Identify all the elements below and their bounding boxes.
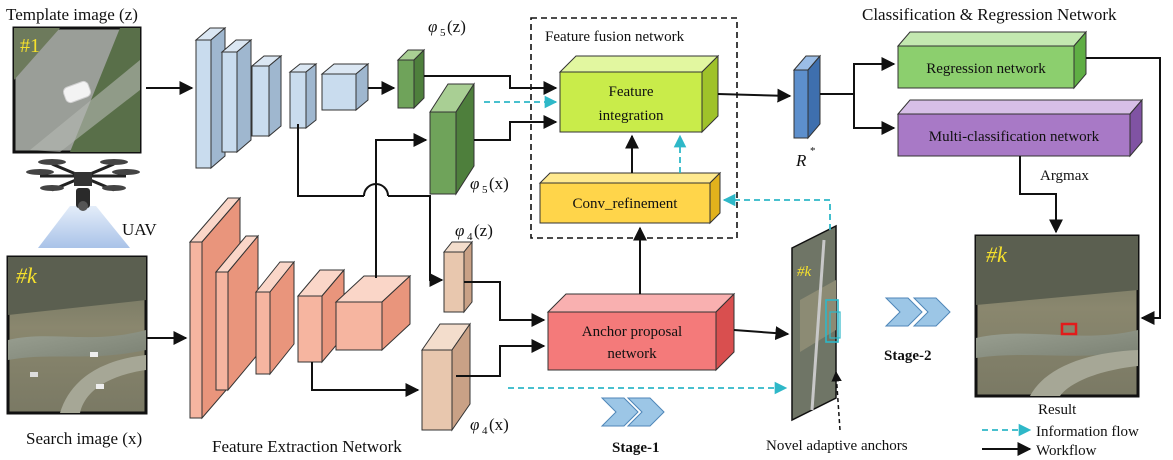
r-star-label: R (795, 151, 807, 170)
argmax-label: Argmax (1040, 168, 1089, 184)
template-conv-layer-4 (288, 62, 318, 130)
regression-network-label: Regression network (926, 61, 1046, 77)
result-label: Result (1038, 402, 1077, 418)
feature-integration-box (558, 54, 720, 134)
phi4z-feature-map (442, 240, 474, 314)
anchor-proposal-label-2: network (607, 346, 657, 362)
workflow-arrow (853, 94, 896, 135)
cls-reg-title: Classification & Regression Network (862, 5, 1117, 24)
search-conv-layer-5 (334, 274, 412, 352)
feature-fusion-label: Feature fusion network (545, 29, 685, 45)
uav-drone-icon (26, 159, 140, 248)
feature-integration-label-2: integration (599, 108, 664, 124)
workflow-arrow (1086, 57, 1161, 325)
conv-refinement-box (538, 171, 722, 225)
workflow-arrows (146, 57, 1161, 397)
phi4x-symbol: φ (470, 415, 479, 434)
template-image-label: Template image (z) (6, 5, 138, 24)
feature-extraction-label: Feature Extraction Network (212, 437, 402, 456)
adaptive-anchor-box (825, 299, 839, 343)
phi5z-feature-map (396, 48, 426, 110)
conv-refinement-label: Conv_refinement (573, 196, 679, 212)
novel-anchors-label: Novel adaptive anchors (766, 438, 908, 454)
template-backbone (194, 26, 370, 170)
search-frame-tag: #k (16, 263, 38, 288)
template-image: #1 (12, 26, 142, 154)
search-image: #k (6, 255, 148, 415)
template-conv-layer-3 (250, 54, 283, 138)
search-image-label: Search image (x) (26, 429, 142, 448)
legend: Information flow Workflow (982, 423, 1139, 459)
search-conv-layer-2 (214, 234, 260, 392)
stage1-label: Stage-1 (612, 440, 660, 456)
template-conv-layer-1 (194, 26, 227, 170)
phi5x-subscript: 5 (482, 184, 488, 196)
phi5z-symbol: φ (428, 17, 437, 36)
workflow-arrow (375, 133, 428, 278)
stage1-chevron-icon (600, 397, 665, 427)
phi4z-argument: (z) (474, 221, 493, 240)
workflow-arrow (717, 88, 792, 103)
result-image: #k (974, 234, 1140, 398)
workflow-arrow (733, 326, 790, 341)
uav-label: UAV (122, 220, 157, 239)
template-conv-layer-2 (220, 38, 253, 154)
stage2-label: Stage-2 (884, 348, 932, 364)
info-flow-arrow (722, 193, 831, 230)
stage2-chevron-icon (884, 297, 951, 327)
anchor-proposal-label-1: Anchor proposal (582, 324, 682, 340)
phi4x-subscript: 4 (482, 425, 488, 437)
phi5x-feature-map (429, 82, 475, 196)
adaptive-anchor-box (829, 311, 841, 339)
regression-network-box (896, 30, 1088, 90)
workflow-arrow (297, 124, 442, 280)
workflow-arrow (456, 339, 546, 377)
novel-anchors-frame: #k (791, 224, 841, 422)
multi-classification-box (896, 98, 1144, 158)
legend-info-flow-label: Information flow (1036, 424, 1139, 440)
result-bounding-box (1060, 322, 1078, 336)
phi5x-symbol: φ (470, 174, 479, 193)
workflow-arrow (424, 75, 558, 95)
phi5z-subscript: 5 (440, 27, 446, 39)
workflow-arrow (474, 115, 558, 141)
search-backbone (188, 196, 412, 420)
anchor-frame-tag: #k (797, 264, 812, 280)
workflow-arrow (311, 362, 420, 397)
phi4z-subscript: 4 (467, 231, 473, 243)
anchor-proposal-network-box (546, 292, 736, 372)
r-star-feature-block (792, 54, 822, 140)
feature-integration-label-1: Feature (609, 84, 654, 100)
workflow-arrow-hop (363, 183, 389, 197)
phi5z-argument: (z) (447, 17, 466, 36)
phi4z-symbol: φ (455, 221, 464, 240)
result-frame-tag: #k (986, 242, 1008, 267)
feature-fusion-network-frame (530, 17, 738, 239)
multi-classification-label: Multi-classification network (929, 129, 1100, 145)
phi5x-argument: (x) (489, 174, 509, 193)
phi4x-argument: (x) (489, 415, 509, 434)
template-frame-tag: #1 (20, 35, 40, 57)
workflow-arrow (1019, 156, 1063, 234)
r-star-superscript: * (810, 145, 816, 157)
search-conv-layer-3 (254, 260, 296, 376)
workflow-arrow (464, 281, 546, 327)
legend-workflow-label: Workflow (1036, 443, 1097, 459)
novel-anchors-pointer (831, 370, 842, 431)
information-flow-arrows (484, 95, 831, 395)
workflow-arrow (820, 57, 896, 95)
template-conv-layer-5 (320, 62, 370, 112)
